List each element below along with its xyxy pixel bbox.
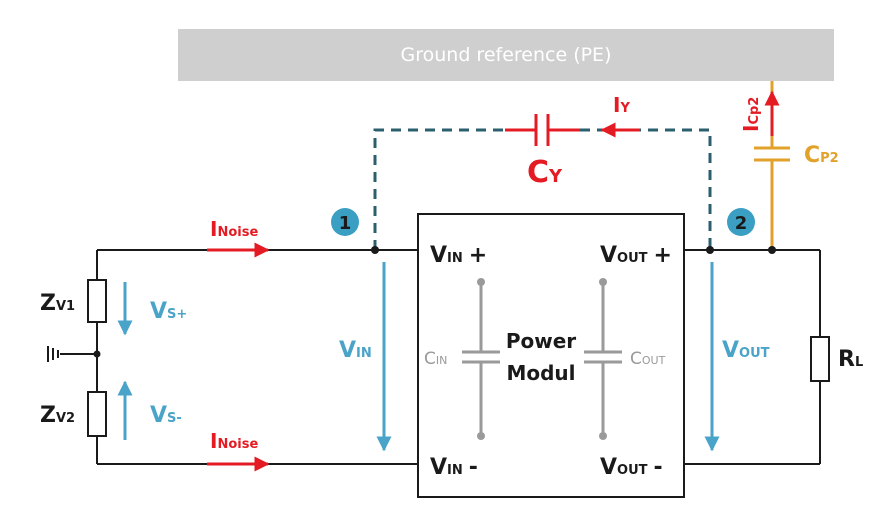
- vs-plus-label: VS+: [150, 299, 187, 324]
- zv2-label: ZV2: [40, 403, 75, 428]
- junction-node2: [706, 246, 714, 254]
- junction-ground: [93, 350, 101, 358]
- vout-minus-label: VOUT-: [600, 455, 663, 480]
- vin-minus-label: VIN-: [430, 455, 478, 480]
- capacitor-cy: [505, 114, 580, 146]
- node-badge-2-label: 2: [735, 213, 748, 234]
- cp2-label: CP2: [804, 143, 839, 168]
- ground-reference-bar: [178, 29, 834, 81]
- capacitor-cin: [462, 282, 500, 436]
- resistor-rl: [810, 336, 830, 382]
- vin-plus-label: VIN+: [430, 243, 487, 268]
- rl-label: RL: [838, 347, 863, 372]
- vin-label: VIN: [339, 338, 372, 363]
- zv1-label: ZV1: [40, 291, 75, 316]
- module-label-line2: Modul: [506, 361, 575, 385]
- junction-node1: [371, 246, 379, 254]
- resistor-zv1: [87, 279, 107, 323]
- capacitor-cout: [584, 282, 622, 436]
- ground-reference-label: Ground reference (PE): [401, 44, 612, 66]
- node-badge-1-label: 1: [339, 213, 352, 234]
- cout-label: COUT: [630, 349, 666, 369]
- cy-label: CY: [527, 155, 563, 190]
- iy-label: IY: [613, 93, 630, 117]
- vout-label: VOUT: [722, 338, 770, 363]
- cin-terminal-bottom: [477, 432, 485, 440]
- cout-terminal-bottom: [599, 432, 607, 440]
- i-noise-bottom-label: INoise: [210, 429, 258, 453]
- icp2-label: ICp2: [739, 97, 763, 132]
- resistor-zv2: [87, 391, 107, 437]
- cout-terminal-top: [599, 278, 607, 286]
- vs-minus-label: VS-: [150, 403, 182, 428]
- junction-cp2: [768, 246, 776, 254]
- power-module-box: [417, 213, 685, 498]
- ground-icon: [47, 346, 59, 362]
- node-badge-2: [727, 208, 755, 236]
- i-noise-top-label: INoise: [210, 217, 258, 241]
- cin-label: CIN: [424, 349, 447, 369]
- vout-plus-label: VOUT+: [600, 243, 672, 268]
- node-badge-1: [331, 208, 359, 236]
- cin-terminal-top: [477, 278, 485, 286]
- module-label-line1: Power: [506, 329, 576, 353]
